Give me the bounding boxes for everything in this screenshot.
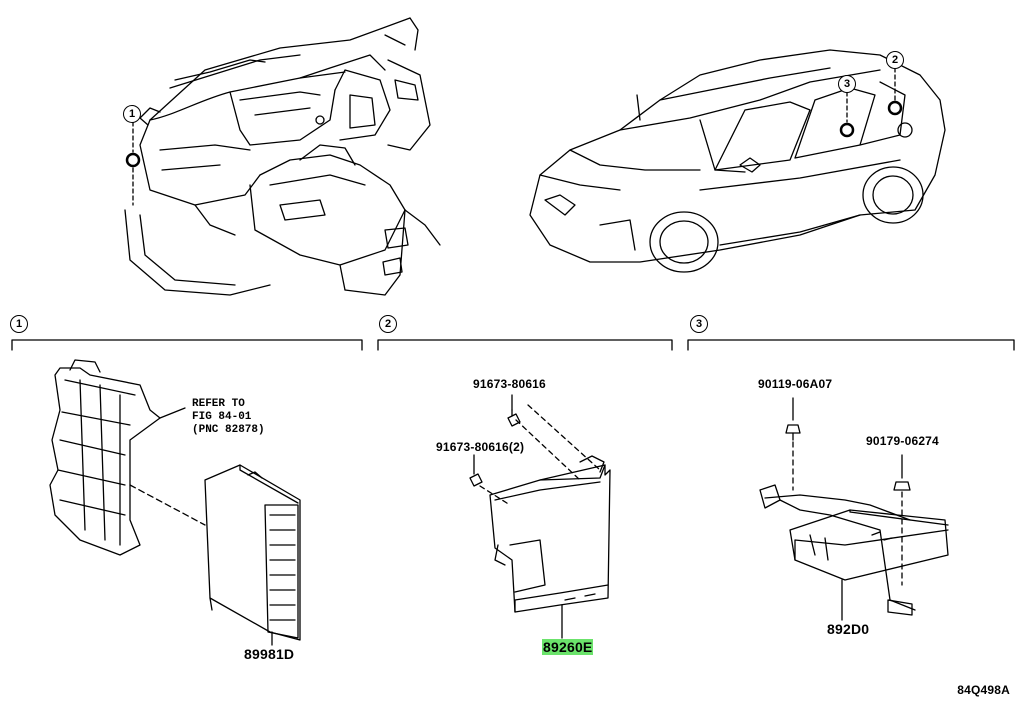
module-location-2-marker — [887, 100, 903, 116]
section-2-screw-b — [469, 473, 483, 487]
part-number-892D0[interactable]: 892D0 — [827, 621, 870, 637]
reference-note: REFER TO FIG 84-01 (PNC 82878) — [192, 398, 265, 437]
location-2-callout: 2 — [886, 51, 904, 69]
module-location-3-marker — [839, 122, 855, 138]
section-1-bracket-part — [49, 359, 161, 556]
section-3-bracket — [687, 339, 1015, 351]
section-2-computer-module — [489, 455, 611, 613]
section-1-computer-module — [204, 464, 301, 641]
location-1-callout: 1 — [123, 105, 141, 123]
reference-note-line1: REFER TO — [192, 398, 245, 410]
part-number-screw-a[interactable]: 91673-80616 — [473, 377, 546, 391]
highlighted-part-number[interactable]: 89260E — [542, 639, 594, 655]
section-3-marker: 3 — [690, 315, 708, 333]
location-3-callout: 3 — [838, 75, 856, 93]
reference-note-line2: FIG 84-01 — [192, 411, 252, 423]
reference-note-line3: (PNC 82878) — [192, 424, 265, 436]
section-3-bracket-and-module — [759, 484, 949, 616]
part-number-nut[interactable]: 90179-06274 — [866, 434, 939, 448]
part-number-screw-b[interactable]: 91673-80616(2) — [436, 440, 525, 454]
module-location-1-marker — [125, 152, 141, 168]
figure-reference: 84Q498A — [957, 683, 1010, 697]
part-number-89981D[interactable]: 89981D — [244, 646, 295, 662]
section-2-bracket — [377, 339, 673, 351]
car-illustration — [529, 49, 946, 273]
section-2-screw-a — [507, 409, 521, 427]
section-1-marker: 1 — [10, 315, 28, 333]
section-1-bracket — [11, 339, 363, 351]
section-2-marker: 2 — [379, 315, 397, 333]
part-number-89260E[interactable]: 89260E — [542, 639, 594, 655]
section-3-bolt — [785, 424, 801, 441]
section-3-nut — [893, 481, 911, 491]
dashboard-illustration — [124, 17, 441, 296]
part-number-bolt[interactable]: 90119-06A07 — [758, 377, 833, 391]
